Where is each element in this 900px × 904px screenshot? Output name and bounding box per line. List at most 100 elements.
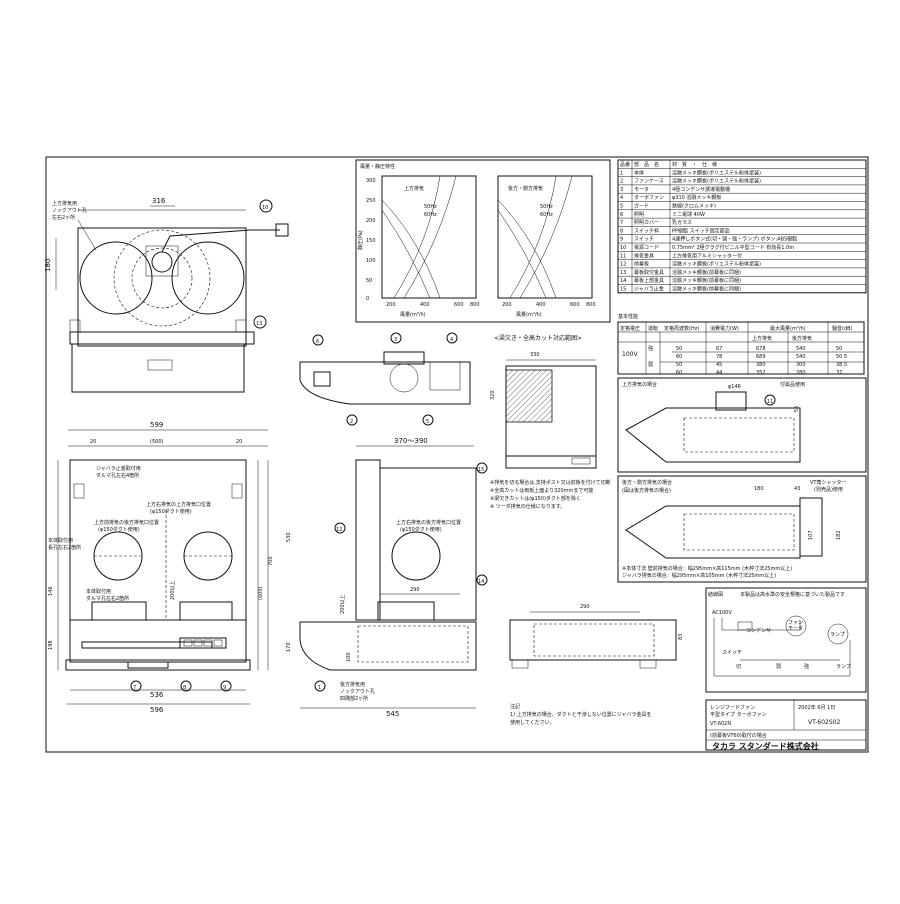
svg-text:20: 20 xyxy=(236,439,242,445)
company-name: タカラ スタンダード株式会社 xyxy=(712,741,819,751)
svg-text:本体取付用: 本体取付用 xyxy=(86,588,111,595)
svg-text:後方・側方排気の場合: 後方・側方排気の場合 xyxy=(622,479,672,486)
svg-text:四隅部2ヶ所: 四隅部2ヶ所 xyxy=(340,695,368,702)
svg-text:10: 10 xyxy=(262,205,268,211)
spec-cell: 352 xyxy=(756,370,766,376)
spec-cell: 540 xyxy=(796,354,806,360)
svg-text:後方排気用: 後方排気用 xyxy=(340,681,365,688)
svg-text:ノックアウト孔: ノックアウト孔 xyxy=(340,688,375,695)
svg-text:消費電力(W): 消費電力(W) xyxy=(710,325,739,332)
svg-text:左右2ヶ所: 左右2ヶ所 xyxy=(52,214,75,221)
top-dim-height: 180 xyxy=(44,259,52,272)
spec-cell: 67 xyxy=(716,346,722,352)
svg-text:1) 上方排気の場合、ダクトと干渉しない位置にジャバラ金具を: 1) 上方排気の場合、ダクトと干渉しない位置にジャバラ金具を xyxy=(510,711,651,718)
parts-cell: ターボファン xyxy=(634,194,664,201)
parts-cell: 鉄線(クロムメッキ) xyxy=(672,203,716,210)
svg-text:注記: 注記 xyxy=(510,703,520,710)
svg-text:6: 6 xyxy=(316,339,319,345)
svg-text:モータ: モータ xyxy=(788,625,803,632)
svg-text:200: 200 xyxy=(502,302,512,308)
svg-text:※全高カットは両板上面より320mmまで可能: ※全高カットは両板上面より320mmまで可能 xyxy=(490,487,593,494)
parts-cell: 1 xyxy=(620,170,623,176)
rear-exhaust-panel: 後方・側方排気の場合 (図は後方排気の場合) 180 43 107 182 VT… xyxy=(617,475,867,583)
svg-text:536: 536 xyxy=(150,691,164,699)
svg-text:13: 13 xyxy=(256,321,262,327)
svg-text:7: 7 xyxy=(133,685,136,691)
callout-13 xyxy=(253,315,267,329)
parts-cell: 溶融メッキ鋼板(ポリエステル粉体塗装) xyxy=(672,169,761,176)
parts-cell: スイッチ xyxy=(634,237,654,243)
svg-text:50Hz: 50Hz xyxy=(540,204,553,210)
callout-6 xyxy=(312,334,324,346)
svg-text:14: 14 xyxy=(478,579,484,585)
svg-text:VT-602S02: VT-602S02 xyxy=(808,719,840,726)
parts-header-0: 品番 xyxy=(620,161,630,168)
svg-text:107: 107 xyxy=(808,530,814,540)
svg-text:φ146: φ146 xyxy=(728,384,741,390)
parts-cell: 10 xyxy=(620,245,626,251)
svg-text:上方排気: 上方排気 xyxy=(404,185,424,192)
callout-9 xyxy=(220,680,232,692)
svg-text:200: 200 xyxy=(386,302,396,308)
parts-cell: φ310 溶融メッキ鋼板 xyxy=(672,194,721,201)
parts-header-2: 材 質 ・ 仕 様 xyxy=(672,161,717,168)
parts-cell: 4 xyxy=(620,195,623,201)
svg-text:182: 182 xyxy=(836,530,842,540)
svg-text:上方右排気の後方排気口位置: 上方右排気の後方排気口位置 xyxy=(396,519,461,526)
spec-cell: 38.5 xyxy=(836,362,847,368)
parts-cell: PP樹脂 スイッチ固定部品 xyxy=(672,227,730,234)
svg-text:運転: 運転 xyxy=(648,326,658,332)
parts-cell: 幕板取付金具 xyxy=(634,269,664,276)
svg-text:4: 4 xyxy=(450,337,453,343)
svg-text:50Hz: 50Hz xyxy=(424,204,437,210)
svg-text:切: 切 xyxy=(736,663,741,670)
parts-cell: モータ xyxy=(634,186,649,193)
svg-text:600: 600 xyxy=(454,302,464,308)
svg-text:300: 300 xyxy=(366,178,376,184)
svg-text:ランプ: ランプ xyxy=(830,632,845,638)
svg-text:11: 11 xyxy=(767,399,773,405)
svg-text:スイッチ: スイッチ xyxy=(722,650,742,656)
parts-cell: 溶融メッキ鋼板(前幕板に同梱) xyxy=(672,269,741,276)
spec-cell: 44 xyxy=(716,370,722,376)
svg-text:596: 596 xyxy=(150,706,164,714)
spec-cell: 689 xyxy=(756,354,766,360)
svg-text:400: 400 xyxy=(420,302,430,308)
svg-text:上方右排気の上方排気口位置: 上方右排気の上方排気口位置 xyxy=(146,501,211,508)
parts-cell: 溶融メッキ鋼板(前幕板に同梱) xyxy=(672,286,741,293)
spec-cell: 50 xyxy=(676,362,682,368)
svg-text:150: 150 xyxy=(366,238,376,244)
parts-cell: 15 xyxy=(620,287,626,293)
svg-text:VT角シャッター: VT角シャッター xyxy=(810,479,846,486)
cut-section: 6 3 4 2 5 <梁欠き・全高カット対応範囲> 330 320 ※排気を切る… xyxy=(299,332,611,510)
parts-cell: 排気金具 xyxy=(634,252,654,259)
svg-text:使用してください。: 使用してください。 xyxy=(510,719,555,726)
svg-text:200以上: 200以上 xyxy=(169,580,176,600)
spec-cell: 50 xyxy=(836,346,842,352)
svg-text:ジャバラ止金取付用: ジャバラ止金取付用 xyxy=(96,465,141,472)
svg-text:170: 170 xyxy=(286,642,292,652)
parts-cell: 前幕板 xyxy=(634,261,649,268)
svg-text:上方排気の場合: 上方排気の場合 xyxy=(622,381,657,388)
svg-text:50: 50 xyxy=(366,278,372,284)
parts-cell: ジャバラ止金 xyxy=(634,286,664,293)
svg-text:基本性能: 基本性能 xyxy=(618,313,638,320)
svg-text:※梁欠きカットは(φ150)ダクト部を除く: ※梁欠きカットは(φ150)ダクト部を除く xyxy=(490,495,581,502)
spec-cell: 60 xyxy=(676,354,682,360)
svg-text:風量・静圧特性: 風量・静圧特性 xyxy=(360,163,395,170)
svg-text:1: 1 xyxy=(318,685,321,691)
svg-text:本製品は高水準の安全規格に基づいた製品です: 本製品は高水準の安全規格に基づいた製品です xyxy=(740,591,845,598)
parts-cell: 8 xyxy=(620,228,623,234)
svg-text:8: 8 xyxy=(183,685,186,691)
svg-text:AC100V: AC100V xyxy=(712,610,732,616)
spec-cell: 678 xyxy=(756,346,766,352)
svg-text:※本体寸法 壁前排気の場合：幅295mm×高115mm (木: ※本体寸法 壁前排気の場合：幅295mm×高115mm (木枠寸法25mm以上) xyxy=(622,565,792,572)
svg-text:700: 700 xyxy=(268,556,274,566)
parts-cell: 溶融メッキ鋼板(ポリエステル粉体塗装) xyxy=(672,178,761,185)
svg-text:599: 599 xyxy=(150,421,163,429)
spec-cell: 50 xyxy=(676,346,682,352)
parts-cell: 乳ガラス xyxy=(672,219,692,226)
spec-cell: 強 xyxy=(648,345,653,352)
upper-exhaust-panel: 上方排気の場合 φ146 55 付属品使用 11 xyxy=(617,377,867,473)
